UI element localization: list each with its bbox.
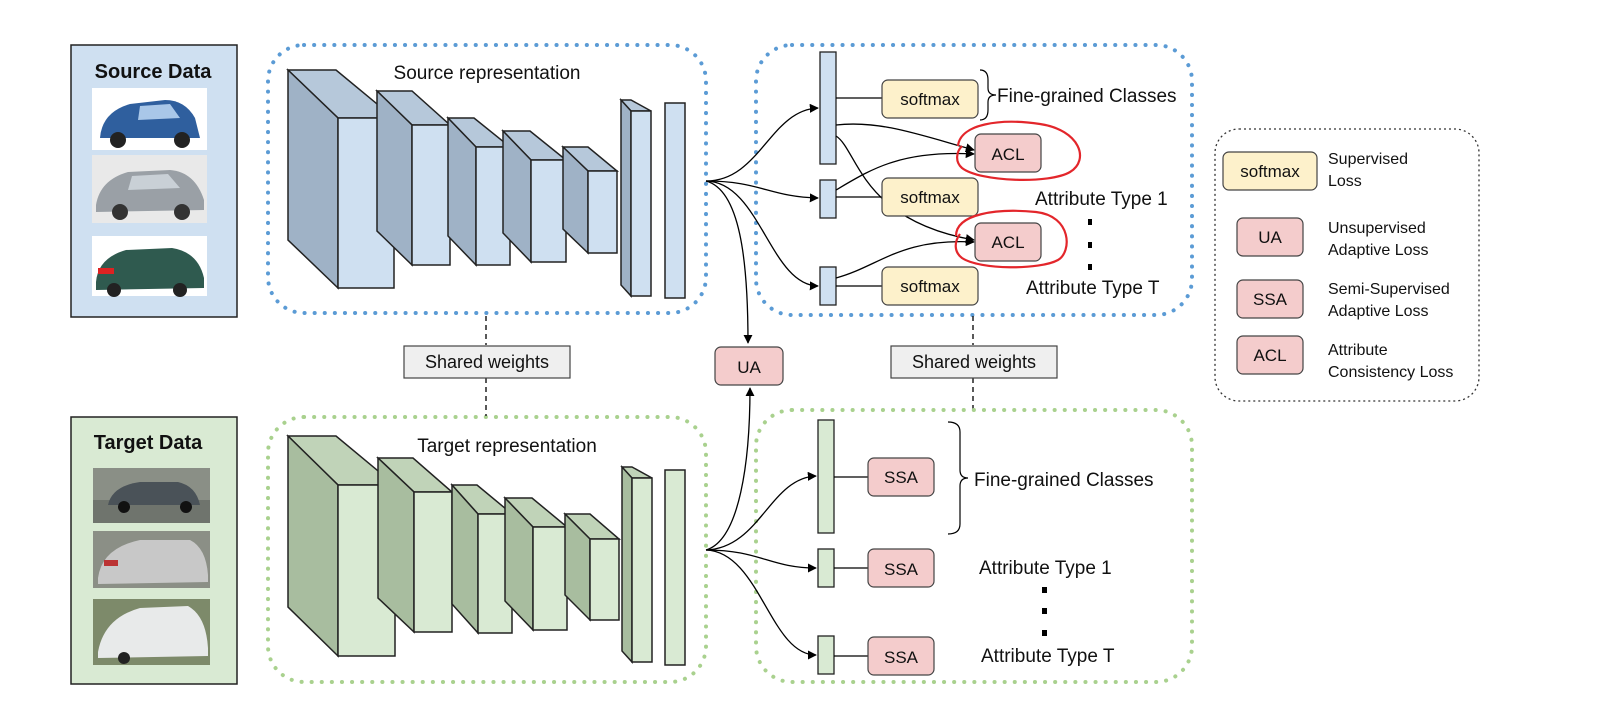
source-representation-frame — [266, 43, 708, 315]
legend-item-acl: ACL Attribute Consistency Loss — [1236, 335, 1453, 381]
target-attr-t-label: Attribute Type T — [981, 646, 1115, 667]
legend-ua-tag: UA — [1258, 228, 1282, 247]
source-cnn-blocks — [286, 68, 686, 299]
shared-weights-left-box — [403, 345, 571, 379]
target-attr-1-feature-bar — [817, 548, 835, 588]
source-acl-box-2 — [974, 222, 1042, 262]
source-softmax-fine-box — [881, 79, 979, 119]
target-cnn-blocks — [286, 434, 686, 666]
target-fine-grained-label: Fine-grained Classes — [974, 470, 1154, 491]
target-conv-block-2 — [376, 456, 455, 634]
target-fine-feature-bar — [817, 419, 835, 534]
target-fc-layer-2 — [664, 469, 686, 666]
target-attr-1-label: Attribute Type 1 — [979, 558, 1112, 579]
source-attr-t-feature-bar — [819, 266, 837, 306]
target-representation-label: Target representation — [417, 436, 597, 457]
source-conv-block-4 — [501, 129, 569, 264]
target-conv-block-5 — [563, 512, 622, 622]
legend-ua-text-2: Adaptive Loss — [1328, 242, 1429, 259]
source-conv-block-3 — [446, 116, 513, 267]
source-softmax-attr-1-label: softmax — [900, 188, 960, 207]
legend-ua-text-1: Unsupervised — [1328, 220, 1426, 237]
target-ssa-label-3: SSA — [884, 648, 919, 667]
source-conv-block-2 — [375, 89, 452, 267]
source-attr-t-label: Attribute Type T — [1026, 278, 1160, 299]
source-arrow-attr-1 — [705, 180, 819, 203]
source-softmax-attr-1-box — [881, 177, 979, 217]
source-arrow-ua — [705, 180, 753, 344]
source-ellipsis-dots — [1088, 219, 1092, 270]
source-softmax-attr-t-label: softmax — [900, 277, 960, 296]
source-acl-label-2: ACL — [991, 233, 1024, 252]
target-ssa-label-1: SSA — [884, 468, 919, 487]
target-data-title: Target Data — [94, 432, 203, 454]
source-arrow-attr-t — [705, 180, 819, 291]
target-attr-t-feature-bar — [817, 635, 835, 675]
legend-item-ua: UA Unsupervised Adaptive Loss — [1236, 217, 1429, 259]
target-ssa-box-3 — [867, 636, 935, 676]
target-conv-block-3 — [450, 483, 515, 635]
target-ssa-label-2: SSA — [884, 560, 919, 579]
source-car-image-1 — [92, 88, 207, 150]
target-representation-frame — [266, 415, 708, 684]
acl-highlight-circle-2 — [954, 209, 1068, 269]
shared-weights-right-label: Shared weights — [912, 352, 1036, 372]
target-conv-block-4 — [503, 496, 570, 632]
legend-acl-tag: ACL — [1253, 346, 1286, 365]
source-representation-label: Source representation — [394, 63, 581, 84]
source-softmax-attr-t-box — [881, 266, 979, 306]
legend: softmax Supervised Loss UA Unsupervised … — [1214, 128, 1480, 402]
target-car-image-2 — [93, 531, 210, 588]
target-head-connectors — [834, 476, 868, 657]
target-heads-frame — [754, 408, 1194, 684]
source-attr-1-feature-bar — [819, 179, 837, 219]
source-acl-label-1: ACL — [991, 145, 1024, 164]
target-car-image-1 — [93, 468, 210, 523]
ua-box — [714, 346, 784, 386]
legend-ssa-text-1: Semi-Supervised — [1328, 281, 1450, 298]
target-data-panel: Target Data — [70, 416, 238, 685]
source-data-title: Source Data — [95, 61, 213, 83]
legend-softmax-tag: softmax — [1240, 162, 1300, 181]
source-acl-box-1 — [974, 133, 1042, 173]
source-fc-layer-1 — [619, 98, 652, 298]
target-fine-brace — [947, 421, 969, 535]
source-heads-frame — [754, 43, 1194, 317]
source-conv-block-5 — [561, 145, 620, 255]
target-fc-layer-1 — [620, 465, 653, 664]
legend-acl-text-2: Consistency Loss — [1328, 364, 1453, 381]
legend-item-ssa: SSA Semi-Supervised Adaptive Loss — [1236, 279, 1450, 320]
source-fine-grained-label: Fine-grained Classes — [997, 86, 1177, 107]
ua-label: UA — [737, 358, 761, 377]
legend-softmax-text-1: Supervised — [1328, 151, 1408, 168]
source-fine-feature-bar — [819, 51, 837, 165]
source-attr-1-label: Attribute Type 1 — [1035, 189, 1168, 210]
shared-weights-left-label: Shared weights — [425, 352, 549, 372]
target-ssa-box-1 — [867, 457, 935, 497]
target-car-image-3 — [93, 599, 210, 665]
acl-highlight-circle-1 — [956, 120, 1081, 181]
source-arrow-fine — [705, 103, 819, 182]
source-fc-layer-2 — [664, 102, 686, 299]
legend-frame — [1214, 128, 1480, 402]
legend-ssa-text-2: Adaptive Loss — [1328, 303, 1429, 320]
target-fanout-arrows — [705, 471, 817, 660]
source-fine-brace — [979, 69, 997, 121]
source-car-image-3 — [92, 236, 207, 297]
source-fanout-arrows — [705, 103, 819, 344]
shared-weights-right-box — [890, 345, 1058, 379]
legend-acl-text-1: Attribute — [1328, 342, 1388, 359]
source-data-panel: Source Data — [70, 44, 238, 318]
legend-ssa-tag: SSA — [1253, 290, 1288, 309]
legend-item-softmax: softmax Supervised Loss — [1222, 151, 1408, 191]
source-softmax-fine-label: softmax — [900, 90, 960, 109]
legend-softmax-text-2: Loss — [1328, 173, 1362, 190]
target-ssa-box-2 — [867, 548, 935, 588]
source-head-connectors — [835, 97, 975, 287]
source-car-image-2 — [92, 155, 207, 223]
target-arrow-ua — [705, 387, 755, 551]
target-ellipsis-dots — [1042, 587, 1047, 636]
